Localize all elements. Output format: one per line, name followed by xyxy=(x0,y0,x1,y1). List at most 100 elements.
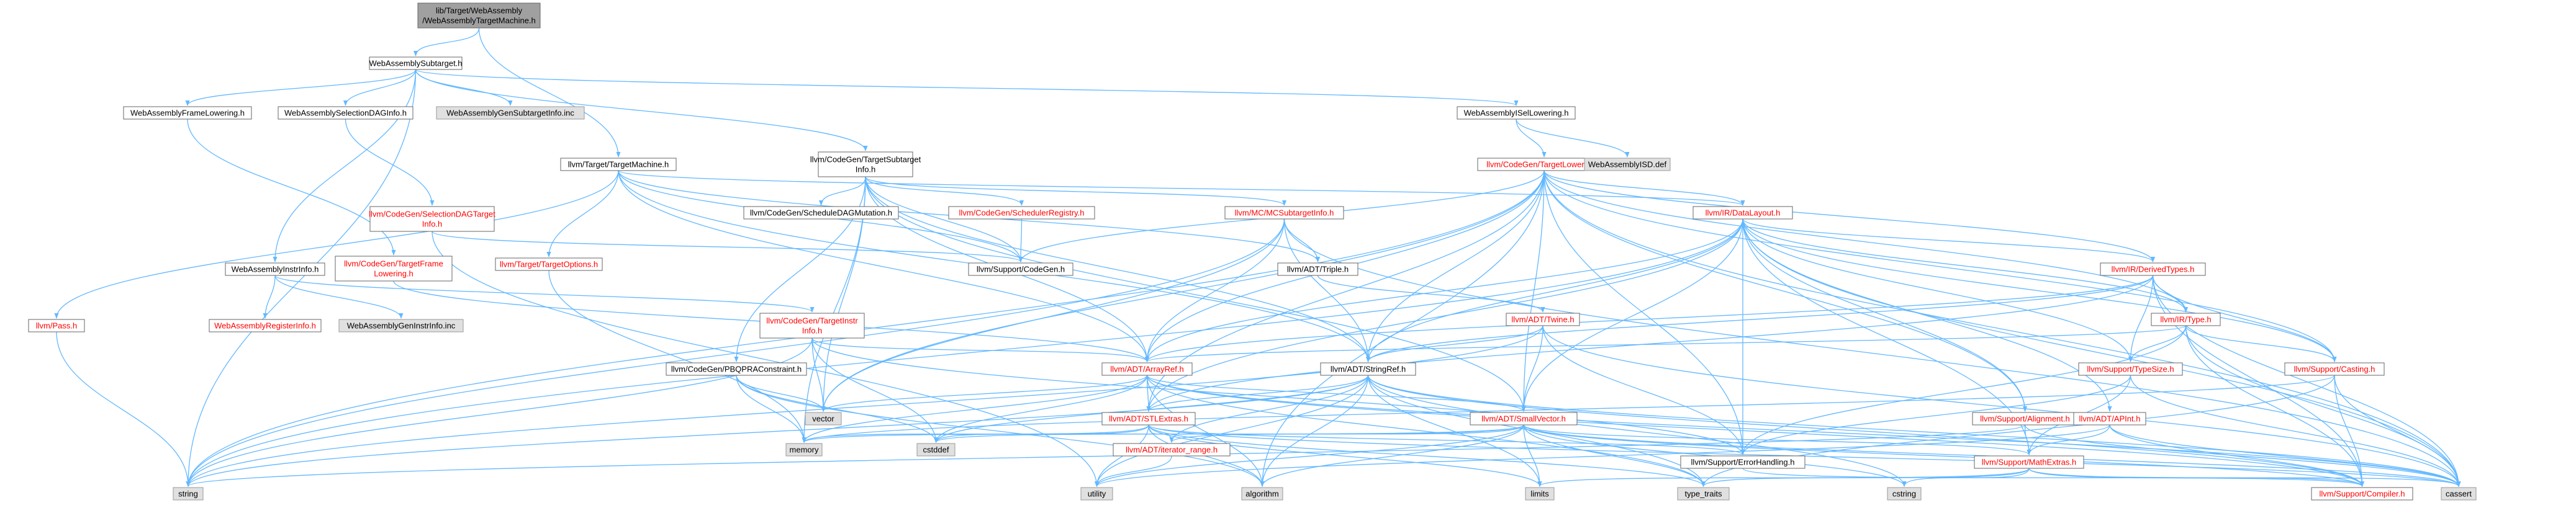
node-root: lib/Target/WebAssembly/WebAssemblyTarget… xyxy=(417,2,541,29)
node-wreginfo[interactable]: WebAssemblyRegisterInfo.h xyxy=(209,319,322,332)
node-wisellow[interactable]: WebAssemblyISelLowering.h xyxy=(1457,106,1576,120)
edge-derivedtypes-to-irtype xyxy=(2152,275,2188,313)
node-targetoptions[interactable]: llvm/Target/TargetOptions.h xyxy=(495,257,603,271)
node-alignment[interactable]: llvm/Support/Alignment.h xyxy=(1972,412,2078,426)
node-box-triple xyxy=(1277,262,1358,276)
edge-stlextras-to-errhandling xyxy=(1148,424,1745,455)
node-cassert: cassert xyxy=(2441,487,2477,501)
node-irtype[interactable]: llvm/IR/Type.h xyxy=(2151,313,2221,326)
node-mathextras[interactable]: llvm/Support/MathExtras.h xyxy=(1974,455,2084,469)
node-box-irtype xyxy=(2151,313,2221,326)
node-label-wgeninstr: WebAssemblyGenInstrInfo.inc xyxy=(347,321,456,331)
edge-triple-to-twine xyxy=(1317,275,1545,313)
edge-wisellow-to-wisd xyxy=(1516,118,1630,158)
node-box-iterrange xyxy=(1113,443,1231,457)
edge-stringref-to-string xyxy=(186,375,1369,487)
node-mcsub[interactable]: llvm/MC/MCSubtargetInfo.h xyxy=(1224,206,1344,220)
node-box-datalayout xyxy=(1692,206,1793,220)
node-box-root xyxy=(417,2,541,29)
edge-derivedtypes-to-stringref xyxy=(1366,275,2154,362)
node-stlextras[interactable]: llvm/ADT/STLExtras.h xyxy=(1101,412,1196,426)
node-box-wisd xyxy=(1584,158,1671,171)
edge-tlowering-to-datalayout xyxy=(1543,170,1745,206)
edge-irtype-to-typesize xyxy=(2128,325,2187,362)
node-box-wsubtarget xyxy=(369,56,463,70)
edge-targetoptions-to-memory xyxy=(548,270,807,443)
node-tlowering[interactable]: llvm/CodeGen/TargetLowering.h xyxy=(1477,158,1611,171)
node-casting[interactable]: llvm/Support/Casting.h xyxy=(2284,362,2385,376)
node-box-wisellow xyxy=(1457,106,1576,120)
node-box-errhandling xyxy=(1680,455,1805,469)
edge-tlowering-to-casting xyxy=(1543,170,2337,362)
edge-targetmachine-to-targetoptions xyxy=(546,170,619,257)
node-label-casting: llvm/Support/Casting.h xyxy=(2294,365,2375,374)
edge-apint-to-compiler xyxy=(2109,424,2364,487)
edge-stringref-to-cstring xyxy=(1367,375,1907,487)
node-supportcodegen[interactable]: llvm/Support/CodeGen.h xyxy=(968,262,1073,276)
node-label-cstring: cstring xyxy=(1892,489,1916,499)
edge-wsubtarget-to-tsubtarget xyxy=(415,69,868,151)
edge-pbqp-to-cstddef xyxy=(736,375,938,443)
edge-datalayout-to-arrayref xyxy=(1145,218,1743,362)
node-label-wreginfo: WebAssemblyRegisterInfo.h xyxy=(214,321,316,331)
edge-derivedtypes-to-arrayref xyxy=(1145,275,2154,362)
node-label-cgseldag: llvm/CodeGen/SelectionDAGTarget xyxy=(369,210,495,219)
node-pbqp[interactable]: llvm/CodeGen/PBQPRAConstraint.h xyxy=(666,362,807,376)
node-label-stringref: llvm/ADT/StringRef.h xyxy=(1331,365,1406,374)
edge-pbqp-to-vector xyxy=(736,375,826,412)
node-compiler[interactable]: llvm/Support/Compiler.h xyxy=(2311,487,2413,501)
node-box-schedreg xyxy=(948,206,1095,220)
node-derivedtypes[interactable]: llvm/IR/DerivedTypes.h xyxy=(2100,262,2206,276)
node-wgensub: WebAssemblyGenSubtargetInfo.inc xyxy=(436,106,585,120)
node-apint[interactable]: llvm/ADT/APInt.h xyxy=(2073,412,2146,426)
node-pass[interactable]: llvm/Pass.h xyxy=(28,319,85,332)
node-utility: utility xyxy=(1080,487,1113,501)
node-wsubtarget[interactable]: WebAssemblySubtarget.h xyxy=(369,56,463,70)
node-twine[interactable]: llvm/ADT/Twine.h xyxy=(1506,313,1580,326)
edge-smallvector-to-memory xyxy=(802,424,1524,443)
node-label-tlowering: llvm/CodeGen/TargetLowering.h xyxy=(1486,160,1602,169)
edge-datalayout-to-derivedtypes xyxy=(1742,218,2155,262)
node-wframelow[interactable]: WebAssemblyFrameLowering.h xyxy=(123,106,252,120)
edge-casting-to-cassert xyxy=(2334,375,2461,487)
edge-errhandling-to-compiler xyxy=(1742,468,2364,487)
node-box-mcsub xyxy=(1224,206,1344,220)
node-box-pbqp xyxy=(666,362,807,376)
node-winstrinfo[interactable]: WebAssemblyInstrInfo.h xyxy=(225,262,325,276)
node-iterrange[interactable]: llvm/ADT/iterator_range.h xyxy=(1113,443,1231,457)
node-schedmut[interactable]: llvm/CodeGen/ScheduleDAGMutation.h xyxy=(743,206,899,220)
node-box-cstddef xyxy=(916,443,956,457)
node-targetmachine[interactable]: llvm/Target/TargetMachine.h xyxy=(560,158,677,171)
node-algorithm: algorithm xyxy=(1241,487,1283,501)
edge-stringref-to-cstddef xyxy=(934,375,1369,443)
node-datalayout[interactable]: llvm/IR/DataLayout.h xyxy=(1692,206,1793,220)
node-label-pbqp: llvm/CodeGen/PBQPRAConstraint.h xyxy=(671,365,802,374)
node-label-wseldag: WebAssemblySelectionDAGInfo.h xyxy=(284,109,407,118)
node-errhandling[interactable]: llvm/Support/ErrorHandling.h xyxy=(1680,455,1805,469)
node-stringref[interactable]: llvm/ADT/StringRef.h xyxy=(1320,362,1416,376)
node-box-schedmut xyxy=(743,206,899,220)
node-label-root: /WebAssemblyTargetMachine.h xyxy=(422,16,536,25)
edge-smallvector-to-compiler xyxy=(1523,424,2364,487)
node-triple[interactable]: llvm/ADT/Triple.h xyxy=(1277,262,1358,276)
edge-stringref-to-limits xyxy=(1367,375,1542,487)
node-label-supportcodegen: llvm/Support/CodeGen.h xyxy=(977,265,1065,274)
node-cstddef: cstddef xyxy=(916,443,956,457)
node-smallvector[interactable]: llvm/ADT/SmallVector.h xyxy=(1470,412,1578,426)
node-box-targetoptions xyxy=(495,257,603,271)
edge-apint-to-mathextras xyxy=(2027,424,2110,455)
edge-pbqp-to-algorithm xyxy=(736,375,1265,487)
edge-arrayref-to-cstddef xyxy=(934,375,1148,443)
edge-mcsub-to-arrayref xyxy=(1145,218,1285,362)
node-wseldag[interactable]: WebAssemblySelectionDAGInfo.h xyxy=(278,106,414,120)
edge-datalayout-to-typesize xyxy=(1742,218,2133,362)
node-box-stringref xyxy=(1320,362,1416,376)
node-label-wisd: WebAssemblyISD.def xyxy=(1588,160,1667,169)
node-schedreg[interactable]: llvm/CodeGen/SchedulerRegistry.h xyxy=(948,206,1095,220)
node-arrayref[interactable]: llvm/ADT/ArrayRef.h xyxy=(1101,362,1193,376)
node-typesize[interactable]: llvm/Support/TypeSize.h xyxy=(2078,362,2183,376)
